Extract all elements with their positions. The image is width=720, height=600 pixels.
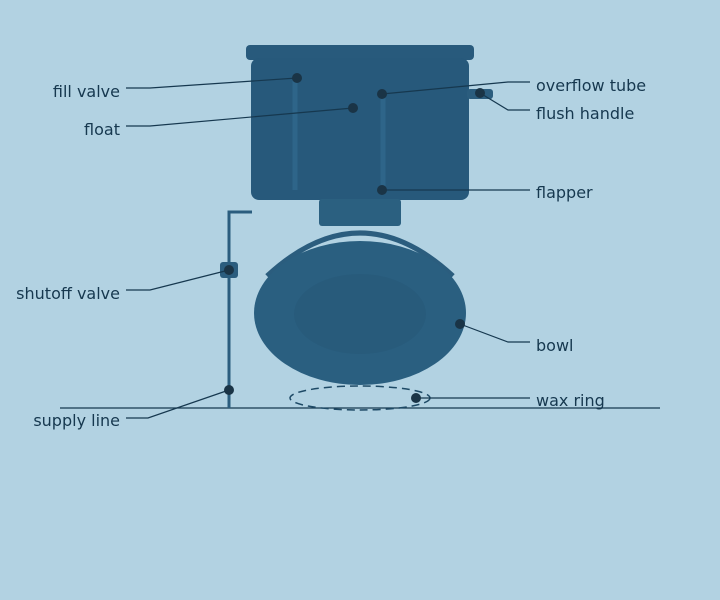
leader-fill-valve <box>126 77 298 89</box>
flush-handle-dot <box>475 88 485 98</box>
label-wax-ring: wax ring <box>536 391 605 410</box>
leader-shutoff-valve <box>126 269 230 291</box>
leader-supply-line <box>126 389 230 419</box>
label-shutoff-valve: shutoff valve <box>16 284 120 303</box>
label-float: float <box>84 120 120 139</box>
overflow-tube-dot <box>377 89 387 99</box>
bowl-inner <box>294 274 426 354</box>
wax-ring-shape <box>289 385 431 411</box>
label-fill-valve: fill valve <box>53 82 120 101</box>
leader-flush-handle <box>479 92 530 111</box>
wax-ring-dot <box>411 393 421 403</box>
tank <box>251 58 469 200</box>
float-dot <box>348 103 358 113</box>
leader-float <box>126 107 354 127</box>
leader-overflow-tube <box>381 81 530 95</box>
label-supply-line: supply line <box>33 411 120 430</box>
tank-lid <box>246 45 474 60</box>
supply-line-dot <box>224 385 234 395</box>
tank-bowl-neck <box>319 199 401 226</box>
shutoff-valve-dot <box>224 265 234 275</box>
label-flapper: flapper <box>536 183 593 202</box>
label-flush-handle: flush handle <box>536 104 634 123</box>
flapper-dot <box>377 185 387 195</box>
supply-line-pipe <box>227 210 252 408</box>
fill-valve-dot <box>292 73 302 83</box>
seat-rim <box>265 230 455 278</box>
label-overflow-tube: overflow tube <box>536 76 646 95</box>
label-bowl: bowl <box>536 336 573 355</box>
bowl-dot <box>455 319 465 329</box>
leader-bowl <box>459 323 530 343</box>
